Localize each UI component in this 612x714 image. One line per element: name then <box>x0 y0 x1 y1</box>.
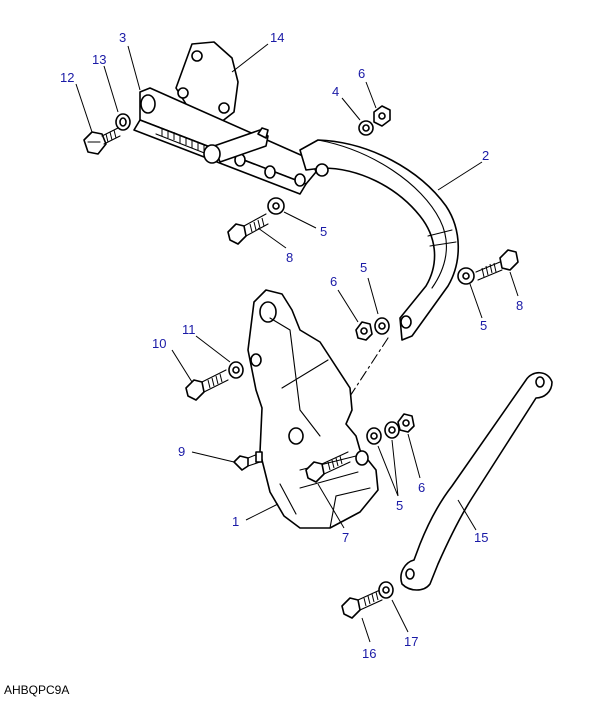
part-5-washer-right <box>457 267 475 285</box>
part-2-curved-guard <box>299 139 460 341</box>
part-6-nut-top <box>373 105 391 127</box>
callout-10: 10 <box>152 336 166 351</box>
part-6-nut-middle <box>355 321 373 341</box>
callout-3: 3 <box>119 30 126 45</box>
part-5-washer-middle <box>374 317 390 335</box>
callout-12: 12 <box>60 70 74 85</box>
part-13-washer <box>115 113 131 131</box>
callout-labels: 12 13 3 14 6 4 2 5 8 6 5 5 8 10 11 9 6 5… <box>60 30 523 661</box>
part-10-bolt <box>185 369 229 401</box>
callout-13: 13 <box>92 52 106 67</box>
part-11-washer <box>228 361 244 379</box>
part-16-bolt <box>341 589 383 619</box>
callout-15: 15 <box>474 530 488 545</box>
part-8-bolt-upper-left <box>227 213 269 245</box>
part-4-washer <box>358 120 374 136</box>
part-5-washer-lower-b <box>384 421 400 439</box>
part-5-washer-upper-left <box>267 197 285 215</box>
callout-8-upper-left: 8 <box>286 250 293 265</box>
callout-16: 16 <box>362 646 376 661</box>
part-8-bolt-right <box>475 249 519 281</box>
part-3-upper-bracket <box>133 87 317 195</box>
part-1-main-bracket <box>247 289 379 529</box>
callout-6-middle: 6 <box>330 274 337 289</box>
leader-lines <box>75 43 519 643</box>
part-9-small-bolt <box>233 451 263 471</box>
callout-17: 17 <box>404 634 418 649</box>
callout-5-upper-left: 5 <box>320 224 327 239</box>
part-17-washer <box>378 581 394 599</box>
part-15-brace-strap <box>400 371 553 591</box>
illustration-code: AHBQPC9A <box>4 683 69 697</box>
part-14-plate <box>175 41 239 127</box>
callout-5-right: 5 <box>480 318 487 333</box>
callout-2: 2 <box>482 148 489 163</box>
callout-1: 1 <box>232 514 239 529</box>
part-7-bolt <box>305 451 351 483</box>
callout-4: 4 <box>332 84 339 99</box>
callout-14: 14 <box>270 30 284 45</box>
part-5-washer-lower-a <box>366 427 382 445</box>
part-12-bolt <box>83 127 121 155</box>
callout-6-lower: 6 <box>418 480 425 495</box>
callout-5-lower: 5 <box>396 498 403 513</box>
callout-6-top: 6 <box>358 66 365 81</box>
callout-5-middle: 5 <box>360 260 367 275</box>
callout-9: 9 <box>178 444 185 459</box>
part-6-nut-lower <box>397 413 415 433</box>
callout-8-right: 8 <box>516 298 523 313</box>
callout-11: 11 <box>182 322 196 337</box>
callout-7: 7 <box>342 530 349 545</box>
